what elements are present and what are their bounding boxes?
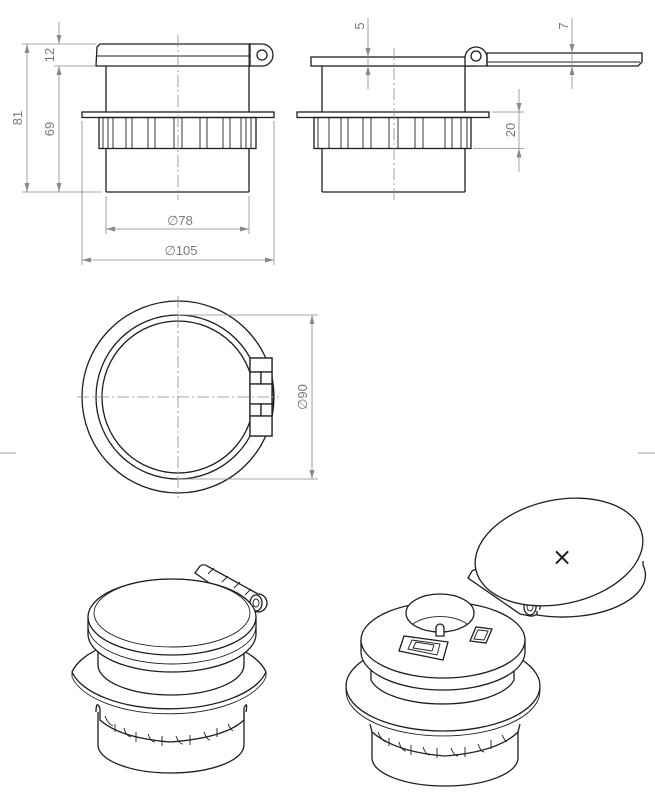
dim-body-diameter: ∅78 — [167, 213, 193, 228]
dim-flange-diameter: ∅105 — [164, 243, 197, 258]
dim-lid-diameter: ∅90 — [295, 384, 310, 410]
side-view: 5 7 20 — [296, 18, 643, 200]
iso-open: × — [345, 497, 647, 787]
dim-total-height: 81 — [10, 111, 25, 125]
top-view: ∅90 — [77, 296, 318, 498]
lid-x-symbol: × — [552, 543, 572, 571]
front-view: 81 12 69 ∅78 ∅105 — [10, 22, 275, 265]
dim-open-lid-thickness: 7 — [556, 22, 571, 29]
dim-ring-height: 20 — [503, 123, 518, 137]
dim-lid-thickness: 5 — [352, 22, 367, 29]
dim-lid-height: 12 — [42, 48, 57, 62]
dim-body-height: 69 — [42, 122, 57, 136]
iso-closed — [71, 564, 268, 774]
